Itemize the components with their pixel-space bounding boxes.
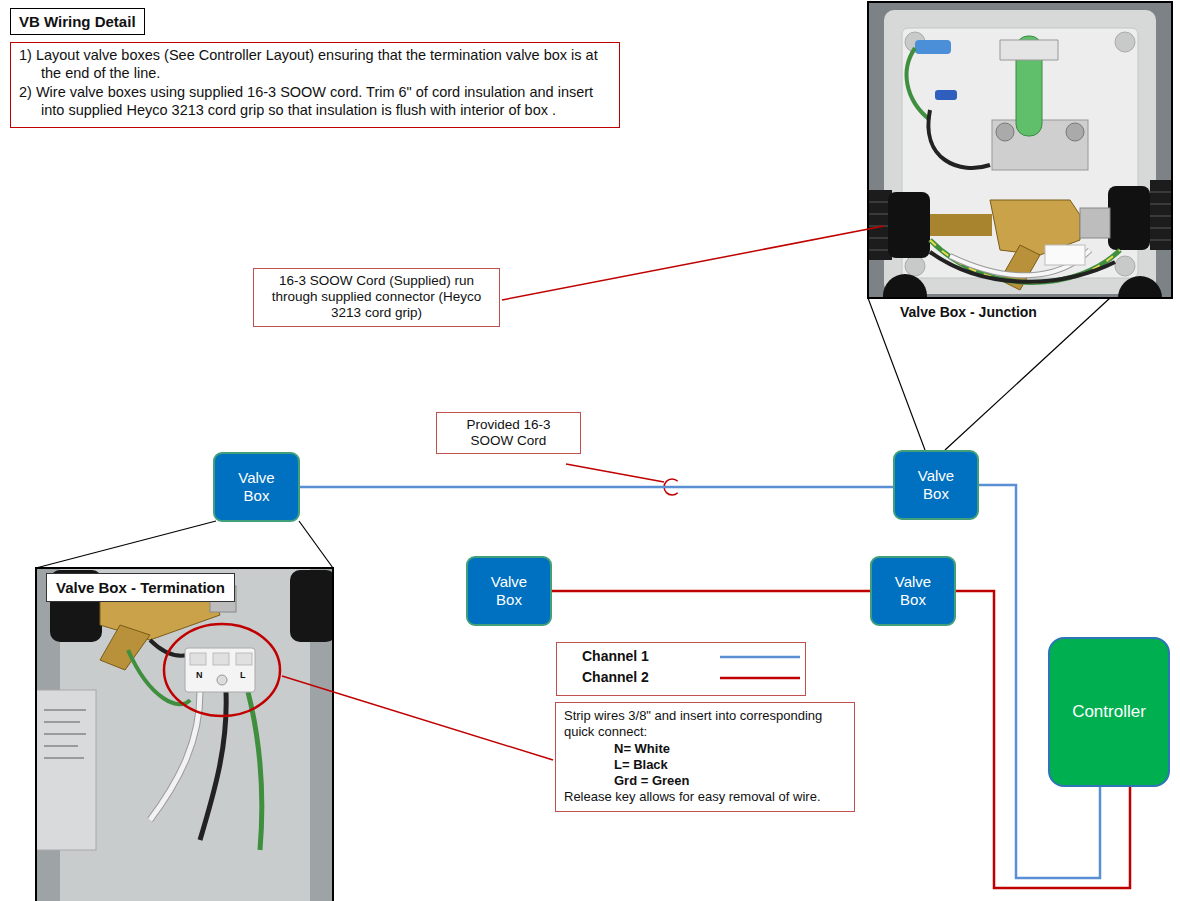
junction-photo: [1045, 245, 1085, 265]
junction-photo: [907, 48, 930, 120]
legend-swatch: [720, 656, 800, 659]
junction-photo: [902, 28, 1138, 278]
leader-line: [566, 464, 664, 482]
node-text: Valve Box: [909, 467, 963, 503]
highlight-ellipse: [164, 624, 280, 716]
junction-photo: [883, 274, 927, 298]
node-text: 16-3 SOOW Cord (Supplied) run through su…: [262, 273, 491, 322]
termination-photo: [44, 710, 86, 758]
photo-caption: Valve Box - Junction: [900, 304, 1037, 320]
legend-label: Channel 1: [582, 648, 649, 664]
junction-photo: [907, 40, 1120, 283]
legend-label: Channel 2: [582, 669, 649, 685]
termination-photo: [190, 653, 206, 665]
valve-box: Valve Box: [870, 556, 956, 626]
callout-box: Provided 16-3 SOOW Cord: [436, 412, 581, 454]
valve-box: Valve Box: [466, 556, 552, 626]
junction-photo: [888, 192, 930, 258]
node-text: Valve Box: [886, 573, 940, 609]
node-text: Grd = Green: [564, 773, 846, 789]
junction-photo: [1108, 186, 1150, 250]
node-text: Release key allows for easy removal of w…: [564, 789, 846, 805]
termination-photo: [185, 648, 255, 692]
zoom-line: [945, 298, 1110, 450]
node-text: Valve Box: [229, 469, 284, 505]
junction-photo: [1115, 32, 1135, 52]
node-text: Controller: [1072, 702, 1146, 722]
wire-connector: [552, 590, 870, 593]
termination-photo: [128, 640, 262, 850]
node-text: 2) Wire valve boxes using supplied 16-3 …: [19, 84, 611, 119]
termination-photo: [36, 568, 333, 901]
callout-box: Strip wires 3/8" and insert into corresp…: [555, 702, 855, 812]
node-text: 1) Layout valve boxes (See Controller La…: [19, 47, 611, 82]
junction-photo: [1115, 256, 1135, 276]
termination-photo: [150, 692, 200, 820]
junction-photo: [868, 2, 1172, 298]
junction-photo: [868, 2, 1172, 298]
termination-photo: [150, 692, 200, 820]
junction-photo: [930, 214, 992, 236]
junction-photo: [1080, 208, 1110, 238]
zoom-line: [36, 298, 1110, 568]
termination-photo: [36, 690, 96, 850]
junction-photo: [883, 186, 1162, 298]
legend-swatch: [720, 677, 800, 680]
junction-photo: [928, 110, 990, 168]
valve-box: Valve Box: [893, 450, 979, 520]
junction-photo: [935, 90, 957, 100]
junction-photo: [992, 36, 1088, 170]
junction-photo: [996, 123, 1014, 141]
termination-photo: [213, 653, 229, 665]
termination-photo: [36, 568, 333, 901]
junction-photo: [1000, 40, 1058, 60]
diagram-title: VB Wiring Detail: [10, 8, 145, 35]
junction-photo: [884, 10, 1156, 294]
node-text: Provided 16-3 SOOW Cord: [445, 417, 572, 449]
junction-photo: [905, 32, 1135, 276]
zoom-line: [36, 521, 216, 568]
terminal-letter: L: [240, 671, 246, 680]
zoom-line: [868, 298, 925, 450]
termination-photo: [128, 650, 190, 704]
termination-photo: [236, 653, 252, 665]
leader-line: [282, 676, 553, 760]
junction-photo: [1118, 276, 1162, 298]
leader-line: [502, 226, 884, 300]
terminal-letter: N: [196, 671, 203, 680]
junction-photo: [905, 256, 925, 276]
node-text: L= Black: [564, 757, 846, 773]
termination-photo: [248, 692, 262, 850]
photo-frame: [36, 568, 333, 901]
termination-photo: [290, 570, 333, 642]
junction-photo: [930, 200, 1110, 290]
node-text: Valve Box: [482, 573, 536, 609]
junction-photo: [915, 40, 951, 54]
wire-connector: [300, 486, 893, 489]
termination-photo: [100, 625, 150, 670]
valve-box: Valve Box: [213, 452, 300, 522]
junction-photo: [1066, 123, 1084, 141]
photo-title: Valve Box - Termination: [46, 573, 235, 602]
junction-photo: [930, 240, 1120, 283]
node-text: Valve Box - Termination: [56, 579, 225, 596]
junction-photo: [930, 240, 1120, 283]
termination-photo: [217, 675, 227, 685]
zoom-line: [299, 521, 333, 568]
node-text: N= White: [564, 741, 846, 757]
notes-box: 1) Layout valve boxes (See Controller La…: [10, 42, 620, 128]
photo-frame: [868, 2, 1172, 298]
controller-box: Controller: [1048, 637, 1170, 787]
termination-photo: [185, 648, 255, 692]
node-text: Strip wires 3/8" and insert into corresp…: [564, 708, 846, 741]
callout-box: 16-3 SOOW Cord (Supplied) run through su…: [253, 268, 500, 327]
